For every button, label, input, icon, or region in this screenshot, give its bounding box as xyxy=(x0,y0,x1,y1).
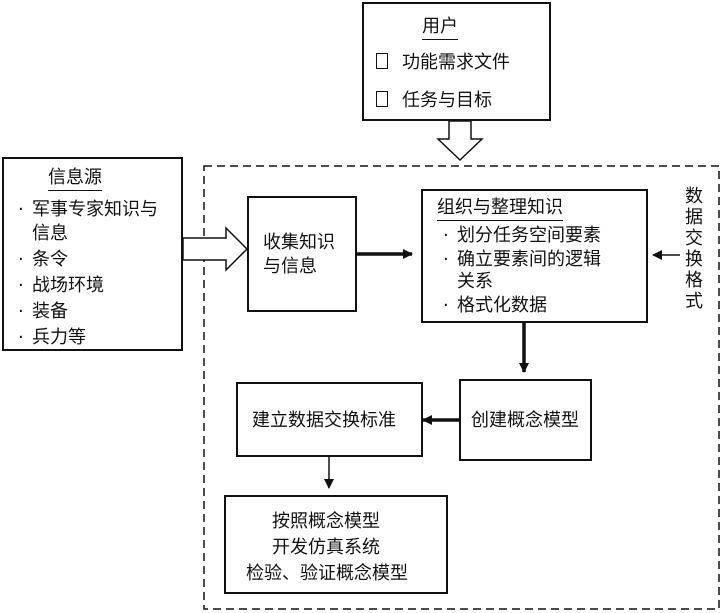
user-to-system-arrow xyxy=(436,120,484,162)
develop-line: 开发仿真系统 xyxy=(272,537,380,558)
create-model-label: 创建概念模型 xyxy=(471,410,579,431)
exchange-format-label: 数 据 交 换 格 式 xyxy=(685,186,703,312)
source-item-cont: 信息 xyxy=(32,223,68,244)
source-to-collect-arrow xyxy=(182,226,249,272)
organize-item: ·划分任务空间要素 xyxy=(443,225,601,246)
source-item: ·条令 xyxy=(18,249,68,270)
checkbox-icon xyxy=(376,91,388,107)
source-item: ·兵力等 xyxy=(18,327,86,348)
source-item: ·装备 xyxy=(18,301,68,322)
standard-box: 建立数据交换标准 xyxy=(236,382,423,457)
collect-box: 收集知识 与信息 xyxy=(247,196,357,312)
user-box: 用户 功能需求文件 任务与目标 xyxy=(362,2,551,121)
source-item: ·军事专家知识与 xyxy=(18,199,158,220)
organize-item: ·格式化数据 xyxy=(443,295,547,316)
system-boundary xyxy=(203,165,720,610)
develop-line: 按照概念模型 xyxy=(272,511,380,532)
create-model-box: 创建概念模型 xyxy=(459,379,592,461)
organize-item: ·确立要素间的逻辑 xyxy=(443,249,601,270)
source-box: 信息源 ·军事专家知识与 信息 ·条令 ·战场环境 ·装备 ·兵力等 xyxy=(2,157,183,351)
user-item-requirements: 功能需求文件 xyxy=(376,52,510,74)
develop-line: 检验、验证概念模型 xyxy=(246,563,408,584)
user-item-tasks: 任务与目标 xyxy=(376,90,492,112)
source-title: 信息源 xyxy=(48,167,102,191)
user-title: 用户 xyxy=(422,16,458,40)
collect-line: 与信息 xyxy=(263,256,317,277)
checkbox-icon xyxy=(376,53,388,69)
collect-line: 收集知识 xyxy=(263,232,335,253)
develop-box: 按照概念模型 开发仿真系统 检验、验证概念模型 xyxy=(224,495,448,594)
organize-title: 组织与整理知识 xyxy=(437,197,563,221)
source-item: ·战场环境 xyxy=(18,275,104,296)
standard-label: 建立数据交换标准 xyxy=(252,410,396,431)
organize-item-cont: 关系 xyxy=(457,271,493,292)
organize-box: 组织与整理知识 ·划分任务空间要素 ·确立要素间的逻辑 关系 ·格式化数据 xyxy=(421,189,648,323)
